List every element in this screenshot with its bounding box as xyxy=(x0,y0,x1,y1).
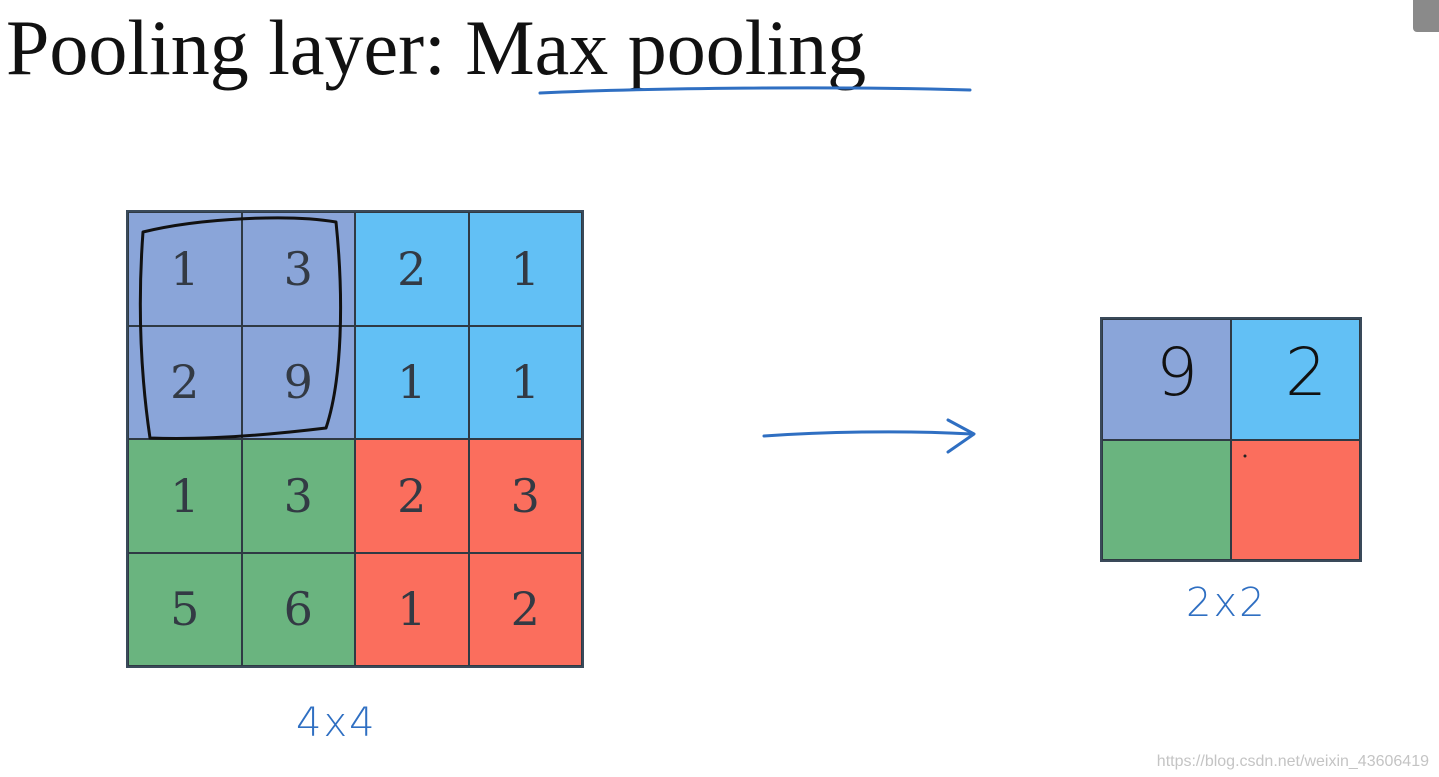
input-cell: 6 xyxy=(241,552,355,666)
output-value: 9 xyxy=(1156,334,1198,411)
input-cell: 1 xyxy=(128,439,242,553)
arrow-shaft xyxy=(762,430,974,438)
input-cell: 3 xyxy=(241,439,355,553)
input-cell: 2 xyxy=(128,325,242,439)
title-prefix: Pooling layer: xyxy=(6,4,466,91)
input-cell: 1 xyxy=(355,552,469,666)
output-cell: 9 xyxy=(1102,319,1231,440)
title-emphasis: Max pooling xyxy=(465,4,867,91)
input-cell: 3 xyxy=(241,212,355,326)
watermark-url: https://blog.csdn.net/weixin_43606419 xyxy=(1156,753,1429,770)
input-cell: 2 xyxy=(355,439,469,553)
slide-title: Pooling layer: Max pooling xyxy=(6,2,866,94)
input-cell: 3 xyxy=(468,439,582,553)
output-cell xyxy=(1102,439,1231,560)
input-matrix: 1 3 2 1 2 9 1 1 1 3 2 3 5 6 1 2 xyxy=(126,210,584,668)
input-size-label: 4x4 xyxy=(296,700,377,746)
arrow-head xyxy=(946,418,976,454)
output-value: 2 xyxy=(1285,334,1327,411)
output-cell xyxy=(1231,439,1360,560)
title-underline-stroke xyxy=(538,86,972,95)
input-cell: 9 xyxy=(241,325,355,439)
input-cell: 5 xyxy=(128,552,242,666)
input-cell: 2 xyxy=(468,552,582,666)
input-cell: 1 xyxy=(468,325,582,439)
output-cell: 2 xyxy=(1231,319,1360,440)
corner-widget-icon[interactable] xyxy=(1413,0,1439,32)
input-cell: 1 xyxy=(468,212,582,326)
input-cell: 2 xyxy=(355,212,469,326)
output-matrix: 9 2 xyxy=(1100,317,1362,562)
input-cell: 1 xyxy=(128,212,242,326)
input-cell: 1 xyxy=(355,325,469,439)
output-size-label: 2x2 xyxy=(1186,580,1267,626)
